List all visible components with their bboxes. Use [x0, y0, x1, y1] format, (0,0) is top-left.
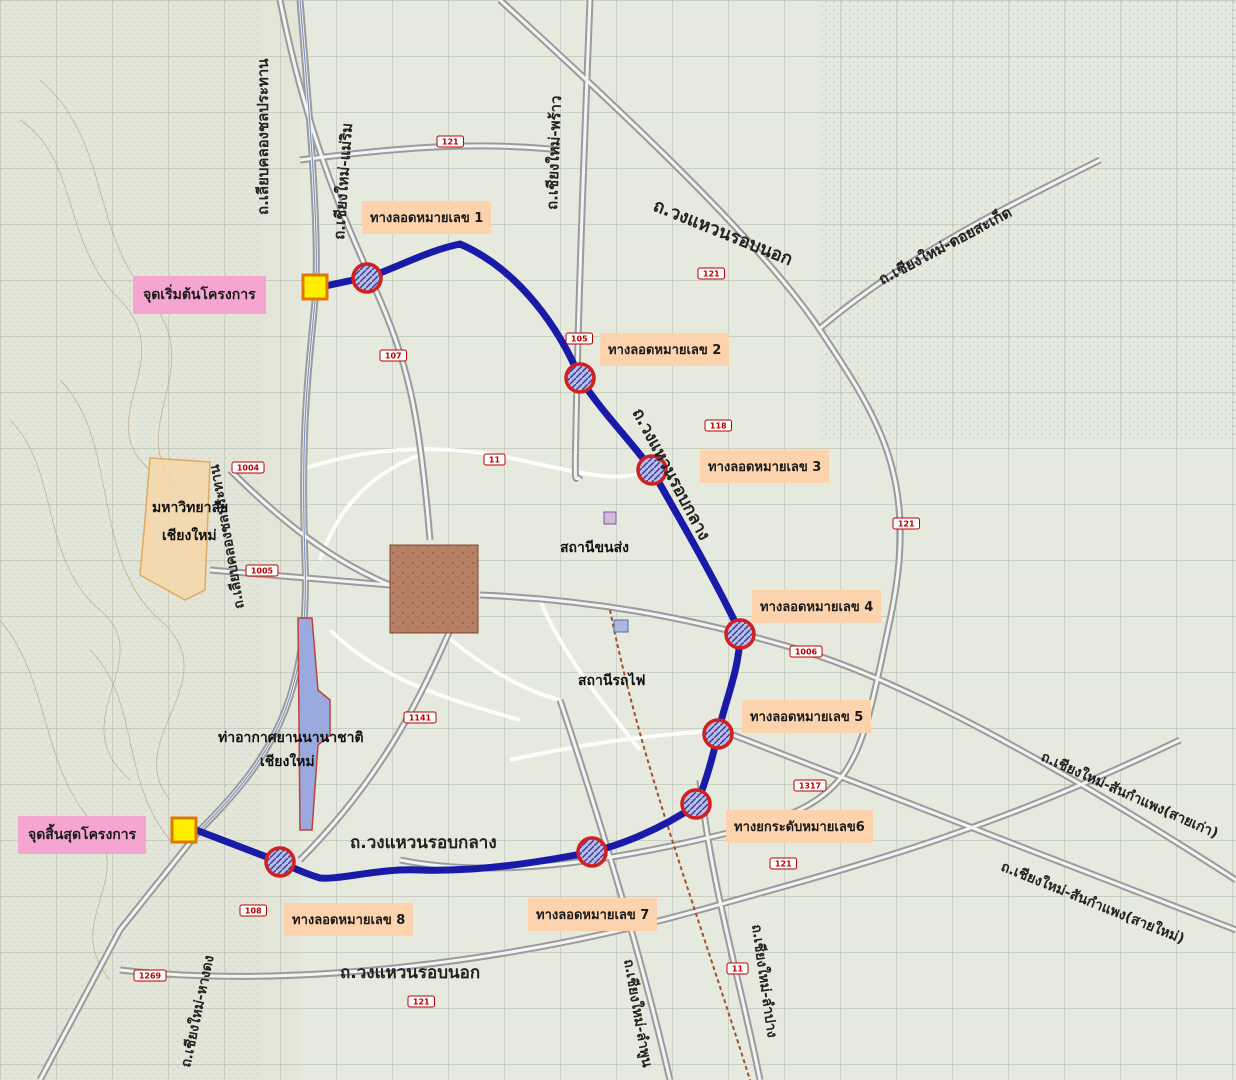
underpass-marker-4[interactable]: [724, 618, 756, 650]
route-shield-121: 121: [436, 135, 464, 148]
route-shield-1141: 1141: [403, 711, 437, 724]
route-shield-108: 108: [239, 904, 267, 917]
road-label-outer-ring-bottom: ถ.วงแหวนรอบนอก: [340, 963, 480, 983]
svg-text:1317: 1317: [799, 782, 821, 791]
underpass-label-4: ทางลอดหมายเลข 4: [752, 590, 882, 623]
underpass-marker-3[interactable]: [636, 454, 668, 486]
underpass-label-3: ทางลอดหมายเลข 3: [700, 450, 830, 483]
route-shields: 121 121 121 121 107 105 118 11 1004 1005 1006 1141 1…: [133, 135, 920, 1008]
bus-station-block: [603, 511, 617, 525]
route-shield-105: 105: [565, 332, 593, 345]
end-label: จุดสิ้นสุดโครงการ: [18, 816, 147, 854]
route-shield-121: 121: [407, 995, 435, 1008]
route-shield-1005: 1005: [245, 564, 279, 577]
underpass-marker-7[interactable]: [576, 836, 608, 868]
airport-area: [297, 617, 331, 831]
svg-text:1005: 1005: [251, 567, 274, 576]
start-label: จุดเริ่มต้นโครงการ: [133, 276, 266, 314]
svg-text:118: 118: [710, 422, 727, 431]
route-shield-121: 121: [697, 267, 725, 280]
route-shield-121: 121: [892, 517, 920, 530]
svg-text:105: 105: [571, 335, 588, 344]
svg-text:121: 121: [413, 998, 430, 1007]
old-city: [389, 544, 479, 634]
train-station-block: [613, 619, 629, 633]
end-point-marker[interactable]: [170, 816, 198, 844]
svg-text:1141: 1141: [409, 714, 432, 723]
svg-text:107: 107: [385, 352, 402, 361]
underpass-label-2: ทางลอดหมายเลข 2: [600, 333, 730, 366]
underpass-label-1: ทางลอดหมายเลข 1: [362, 201, 492, 234]
route-shield-1269: 1269: [133, 969, 167, 982]
route-shield-1317: 1317: [793, 779, 827, 792]
route-shield-1006: 1006: [789, 645, 823, 658]
underpass-markers: [264, 262, 756, 878]
svg-text:121: 121: [898, 520, 915, 529]
main-roads: [36, 0, 1236, 1080]
svg-text:1006: 1006: [795, 648, 818, 657]
route-shield-121: 121: [769, 857, 797, 870]
project-route: [192, 240, 744, 882]
start-point-marker[interactable]: [301, 273, 329, 301]
route-shield-1004: 1004: [231, 461, 265, 474]
route-shield-107: 107: [379, 349, 407, 362]
svg-text:11: 11: [489, 456, 501, 465]
svg-text:121: 121: [703, 270, 720, 279]
svg-text:121: 121: [442, 138, 459, 147]
place-university-line1: มหาวิทยาลัย: [152, 500, 228, 516]
underpass-marker-2[interactable]: [564, 362, 596, 394]
underpass-label-8: ทางลอดหมายเลข 8: [284, 903, 414, 936]
underpass-label-7: ทางลอดหมายเลข 7: [528, 898, 658, 931]
svg-text:121: 121: [775, 860, 792, 869]
route-shield-11: 11: [483, 453, 506, 466]
underpass-label-5: ทางลอดหมายเลข 5: [742, 700, 872, 733]
underpass-marker-1[interactable]: [351, 262, 383, 294]
place-bus-station: สถานีขนส่ง: [560, 540, 629, 556]
place-train-station: สถานีรถไฟ: [578, 671, 645, 689]
road-label-phrao: ถ.เชียงใหม่-พร้าว: [543, 95, 565, 210]
route-shield-11: 11: [726, 962, 749, 975]
underpass-marker-8[interactable]: [264, 846, 296, 878]
road-label-middle-ring-south: ถ.วงแหวนรอบกลาง: [350, 833, 497, 853]
svg-text:1004: 1004: [237, 464, 260, 473]
place-airport-line2: เชียงใหม่: [260, 752, 315, 770]
svg-text:1269: 1269: [139, 972, 162, 981]
underpass-label-6: ทางยกระดับหมายเลข6: [726, 810, 873, 843]
svg-text:11: 11: [732, 965, 744, 974]
route-shield-118: 118: [704, 419, 732, 432]
university-area: [139, 457, 211, 601]
underpass-marker-5[interactable]: [702, 718, 734, 750]
road-label-khlong-top: ถ.เลียบคลองชลประทาน: [254, 58, 272, 215]
place-airport-line1: ท่าอากาศยานนานาชาติ: [218, 730, 364, 746]
svg-text:108: 108: [245, 907, 262, 916]
place-university-line2: เชียงใหม่: [162, 526, 217, 544]
underpass-marker-6[interactable]: [680, 788, 712, 820]
